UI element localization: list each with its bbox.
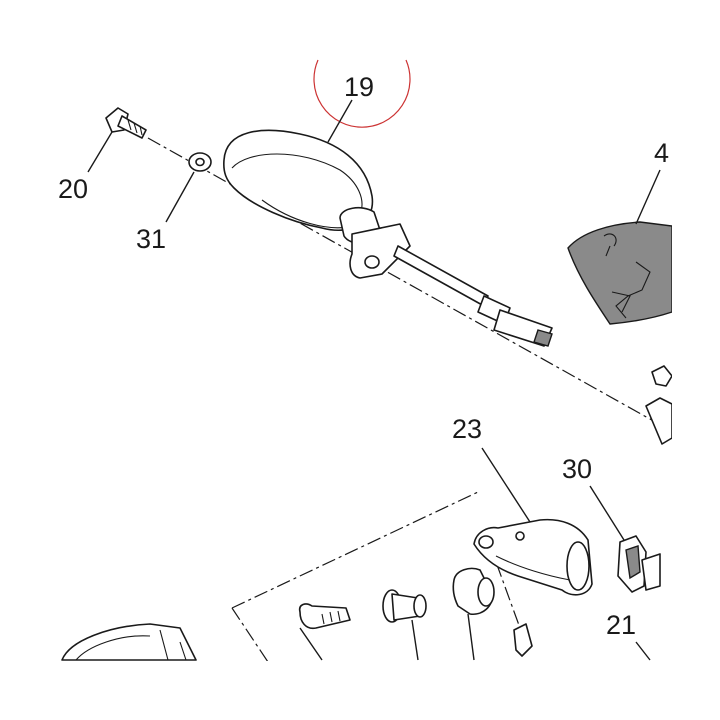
axis-line-bracket-top — [231, 491, 479, 609]
leader-23 — [481, 447, 531, 523]
callout-31: 31 — [136, 224, 166, 254]
leader-30 — [589, 485, 625, 541]
callout-21: 21 — [606, 610, 636, 640]
bracket-part-4 — [567, 221, 673, 445]
highlight-circle — [313, 59, 411, 128]
leader-31 — [165, 171, 195, 223]
lower-hardware — [298, 567, 533, 657]
axis-line-main — [147, 137, 667, 429]
leader-21 — [635, 641, 651, 661]
leader-4 — [635, 169, 661, 225]
callout-30: 30 — [562, 454, 592, 484]
axis-line-bracket-left — [231, 607, 269, 663]
washer-part-31 — [188, 152, 212, 172]
callout-23: 23 — [452, 414, 482, 444]
turn-signal-part-19 — [223, 129, 553, 347]
cropped-housing-bottom-left — [61, 623, 197, 661]
bolt-part-20 — [105, 107, 147, 139]
callout-20: 20 — [58, 174, 88, 204]
clip-part-30 — [617, 535, 661, 593]
callout-4: 4 — [654, 138, 669, 168]
axis-line-bolt — [487, 539, 521, 629]
leader-bolt-down — [299, 613, 475, 661]
callout-19: 19 — [344, 72, 374, 102]
bracket-part-23 — [473, 518, 593, 596]
leader-20 — [87, 131, 113, 173]
leader-19 — [327, 99, 353, 143]
bottom-crop-mask — [0, 661, 720, 720]
right-crop-mask — [672, 0, 720, 720]
